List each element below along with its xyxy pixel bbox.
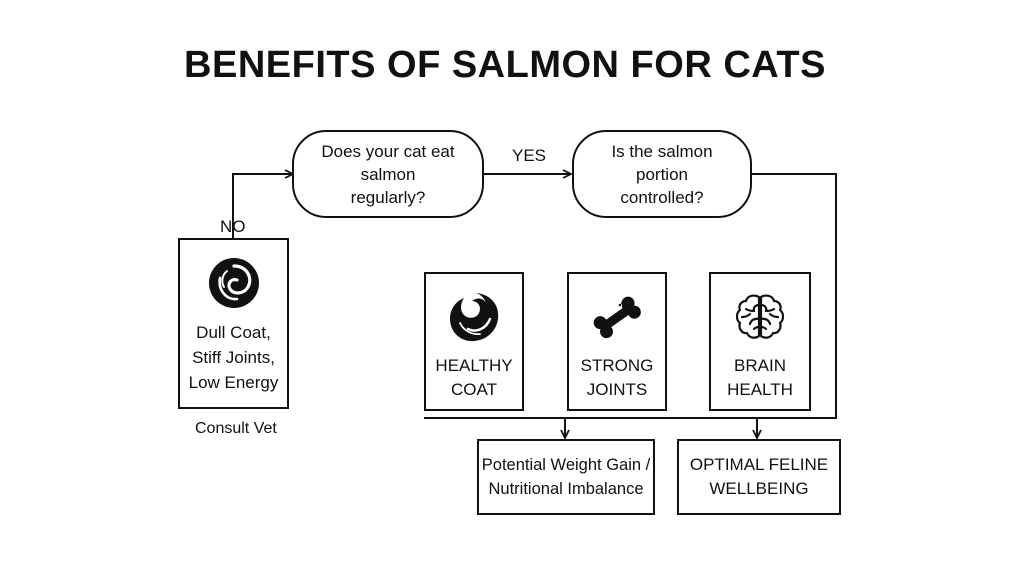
fur-swirl-icon [450, 293, 499, 342]
question-line: portion [636, 164, 688, 184]
outcome-line: Potential Weight Gain / [481, 456, 651, 474]
benefit-line: BRAIN [734, 356, 786, 375]
diagram-title: BENEFITS OF SALMON FOR CATS [184, 44, 826, 86]
benefit-strong-joints: STRONG JOINTS [567, 272, 667, 411]
benefit-line: COAT [451, 380, 497, 399]
no-label: NO [220, 217, 246, 236]
bone-icon [593, 296, 641, 339]
benefit-line: HEALTH [727, 380, 793, 399]
benefit-healthy-coat: HEALTHY COAT [424, 272, 524, 411]
symptoms-box: Dull Coat, Stiff Joints, Low Energy [178, 238, 289, 409]
symptom-line: Low Energy [188, 373, 279, 392]
brain-icon [735, 294, 785, 339]
outcome-optimal-wellbeing: OPTIMAL FELINE WELLBEING [677, 439, 841, 515]
consult-vet-label: Consult Vet [195, 420, 277, 437]
benefit-line: HEALTHY [435, 356, 513, 375]
outcome-weight-gain: Potential Weight Gain / Nutritional Imba… [477, 439, 655, 515]
symptom-line: Dull Coat, [196, 323, 271, 342]
symptom-line: Stiff Joints, [192, 348, 275, 367]
outcome-line: OPTIMAL FELINE [689, 455, 829, 474]
no-arrow [232, 174, 292, 238]
benefit-brain-health: BRAIN HEALTH [709, 272, 811, 411]
portion-return-line [424, 173, 837, 419]
question-line: controlled? [620, 187, 704, 207]
question-portion-controlled: Is the salmon portion controlled? [572, 130, 752, 218]
question-line: Is the salmon [611, 141, 713, 161]
question-line: Does your cat eat [321, 141, 455, 161]
question-eats-salmon: Does your cat eat salmon regularly? [292, 130, 484, 218]
outcome-line: WELLBEING [709, 479, 809, 498]
question-line: regularly? [350, 187, 426, 207]
benefit-line: JOINTS [586, 380, 648, 399]
yes-label: YES [512, 146, 547, 165]
swirl-icon [208, 258, 259, 308]
question-line: salmon [360, 164, 416, 184]
outcome-line: Nutritional Imbalance [488, 480, 644, 498]
benefit-line: STRONG [580, 356, 654, 375]
